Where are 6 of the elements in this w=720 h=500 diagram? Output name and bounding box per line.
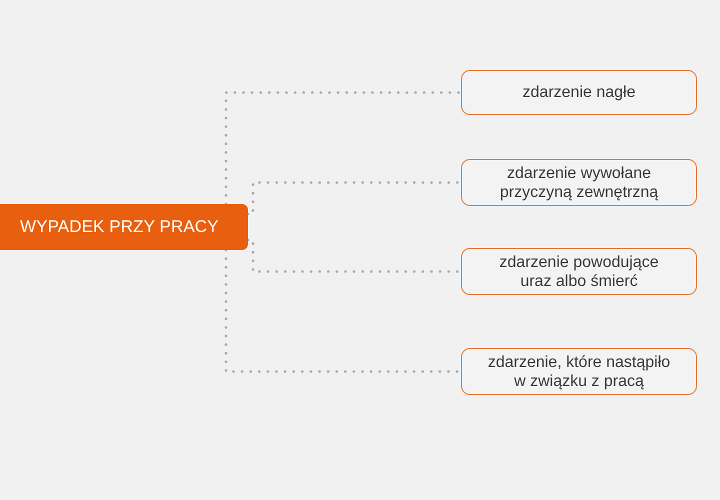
definition-box: zdarzenie, które nastąpiło w związku z pracą (461, 348, 697, 395)
definition-box: zdarzenie nagłe (461, 70, 697, 115)
definition-box: zdarzenie powodujące uraz albo śmierć (461, 248, 697, 295)
definition-box: zdarzenie wywołane przyczyną zewnętrzną (461, 159, 697, 206)
dotted-connector (224, 91, 462, 206)
topic-box: WYPADEK PRZY PRACY (0, 204, 248, 250)
